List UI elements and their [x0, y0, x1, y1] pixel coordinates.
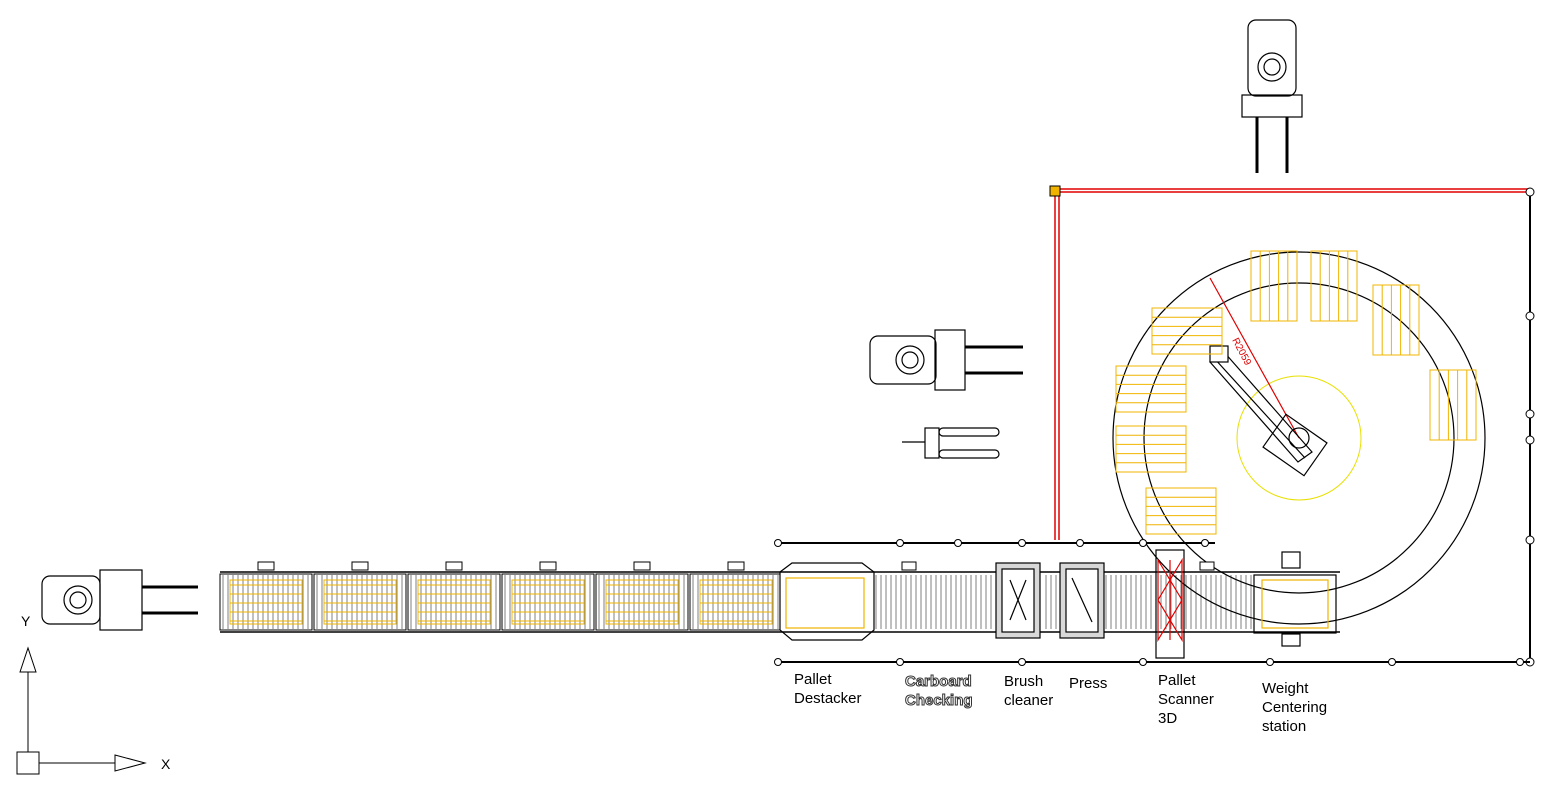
- pallet: [699, 579, 773, 625]
- label-press: Press: [1069, 675, 1108, 692]
- weight-centering-station: [1253, 551, 1337, 647]
- robot-arm: [1209, 345, 1328, 477]
- radius-label: R2059: [1229, 336, 1253, 368]
- pallet: [1429, 369, 1477, 441]
- pallet-destacker: [779, 562, 875, 641]
- pallet: [1145, 487, 1217, 535]
- pallet-jack: [902, 427, 1000, 459]
- safety-fence: [1054, 188, 1530, 540]
- pallet: [1310, 250, 1358, 322]
- pallet: [511, 579, 585, 625]
- fence-posts: [1049, 185, 1535, 667]
- pallet: [1372, 284, 1420, 356]
- forklift-left: [41, 569, 198, 631]
- conveyor-section: [689, 561, 781, 631]
- rail-posts: [774, 539, 1524, 666]
- forklift-top: [1241, 19, 1303, 173]
- pallet: [323, 579, 397, 625]
- conveyor-section: [595, 561, 689, 631]
- guard-rails: [775, 542, 1530, 663]
- pallet: [1151, 307, 1223, 355]
- pallet: [1115, 365, 1187, 413]
- robot-pallets: [1115, 250, 1477, 535]
- pallet-scanner: [1155, 549, 1185, 659]
- ucs-icon: [16, 646, 147, 775]
- forklift-middle: [869, 329, 1023, 391]
- pallet: [1115, 425, 1187, 473]
- brush-cleaner: [995, 562, 1041, 639]
- radius-dimension: [1209, 277, 1300, 439]
- conveyor-section: [219, 561, 313, 631]
- conveyor-section: [313, 561, 407, 631]
- pallet: [229, 579, 303, 625]
- press: [1059, 562, 1105, 639]
- robot-base-zone: [1236, 375, 1362, 501]
- conveyor-section: [501, 561, 595, 631]
- pallet: [417, 579, 491, 625]
- pallet: [1250, 250, 1298, 322]
- conveyor-section: [407, 561, 501, 631]
- x-axis-label: X: [161, 756, 171, 772]
- robot-reach: [1112, 251, 1486, 625]
- pallet: [605, 579, 679, 625]
- y-axis-label: Y: [21, 613, 31, 629]
